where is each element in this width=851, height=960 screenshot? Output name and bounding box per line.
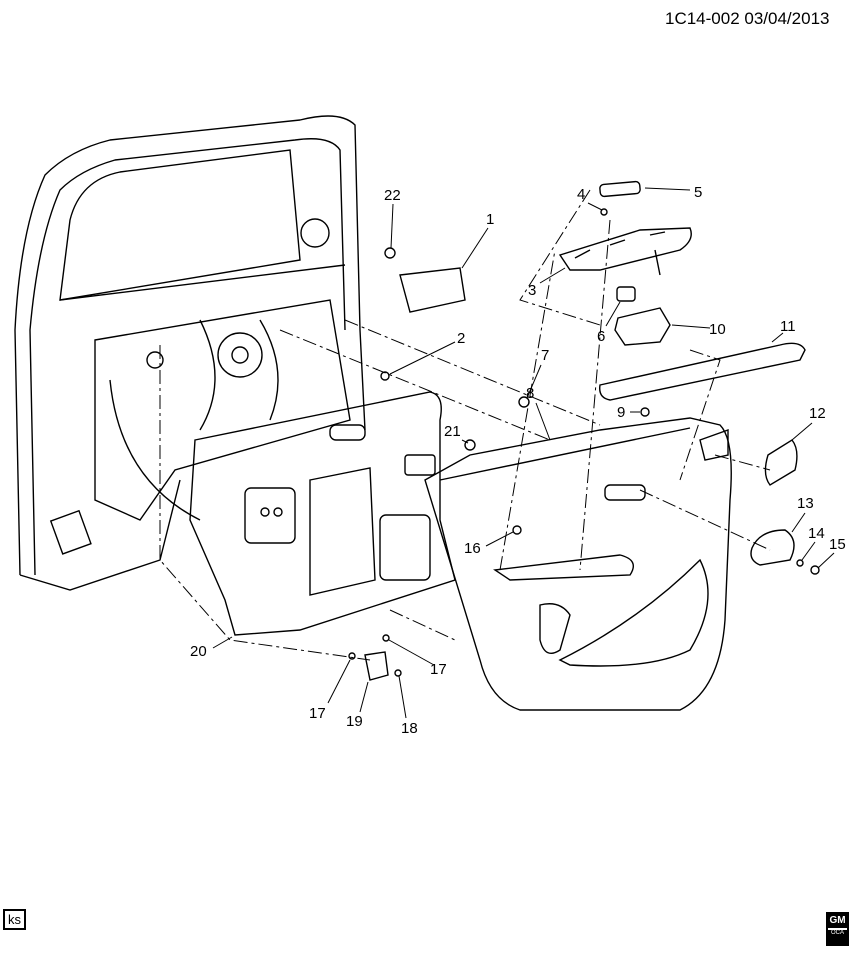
fastener-22 xyxy=(384,247,396,259)
callout-6: 6 xyxy=(597,328,605,345)
callout-11: 11 xyxy=(780,318,796,335)
pocket-1 xyxy=(399,267,466,313)
escutcheon-12 xyxy=(764,439,798,486)
callout-10: 10 xyxy=(709,321,726,338)
callout-8: 8 xyxy=(526,385,534,402)
switch-6 xyxy=(616,286,636,302)
switch-10 xyxy=(614,307,671,346)
bracket-19 xyxy=(364,651,389,681)
callout-22: 22 xyxy=(384,187,401,204)
upper-trim-strip xyxy=(599,342,806,401)
fastener-9 xyxy=(640,407,650,417)
callout-12: 12 xyxy=(809,405,826,422)
callout-14: 14 xyxy=(808,525,825,542)
callout-4: 4 xyxy=(577,186,585,203)
fastener-15 xyxy=(810,565,820,575)
cover-5 xyxy=(599,180,641,198)
callout-17-right: 17 xyxy=(430,661,447,678)
callout-labels: 1 22 4 5 3 2 6 10 7 11 8 9 12 21 13 14 1… xyxy=(190,184,846,737)
alignment-lines xyxy=(159,189,771,661)
switch-bezel xyxy=(558,227,692,276)
water-deflector xyxy=(189,391,456,636)
fastener-18 xyxy=(394,669,402,677)
callout-19: 19 xyxy=(346,713,363,730)
callout-15: 15 xyxy=(829,536,846,553)
callout-3: 3 xyxy=(528,282,536,299)
callout-1: 1 xyxy=(486,211,494,228)
fastener-4 xyxy=(600,208,608,216)
callout-5: 5 xyxy=(694,184,702,201)
callout-9: 9 xyxy=(617,404,625,421)
callout-2: 2 xyxy=(457,330,465,347)
diagram-reference: 1C14-002 03/04/2013 xyxy=(665,9,830,28)
artist-code-box: ks xyxy=(3,909,26,930)
callout-18: 18 xyxy=(401,720,418,737)
callout-16: 16 xyxy=(464,540,481,557)
callout-7: 7 xyxy=(541,347,549,364)
callout-13: 13 xyxy=(797,495,814,512)
door-frame xyxy=(14,115,366,591)
leader-lines xyxy=(212,187,835,719)
callout-17-left: 17 xyxy=(309,705,326,722)
handle-13 xyxy=(750,529,795,566)
fastener-21 xyxy=(464,439,476,451)
fastener-17a xyxy=(348,652,356,660)
fastener-2 xyxy=(380,371,390,381)
fastener-16 xyxy=(512,525,522,535)
fastener-17b xyxy=(382,634,390,642)
door-trim-panel xyxy=(424,417,732,711)
callout-21: 21 xyxy=(444,423,461,440)
fastener-14 xyxy=(796,559,804,567)
callout-20: 20 xyxy=(190,643,207,660)
